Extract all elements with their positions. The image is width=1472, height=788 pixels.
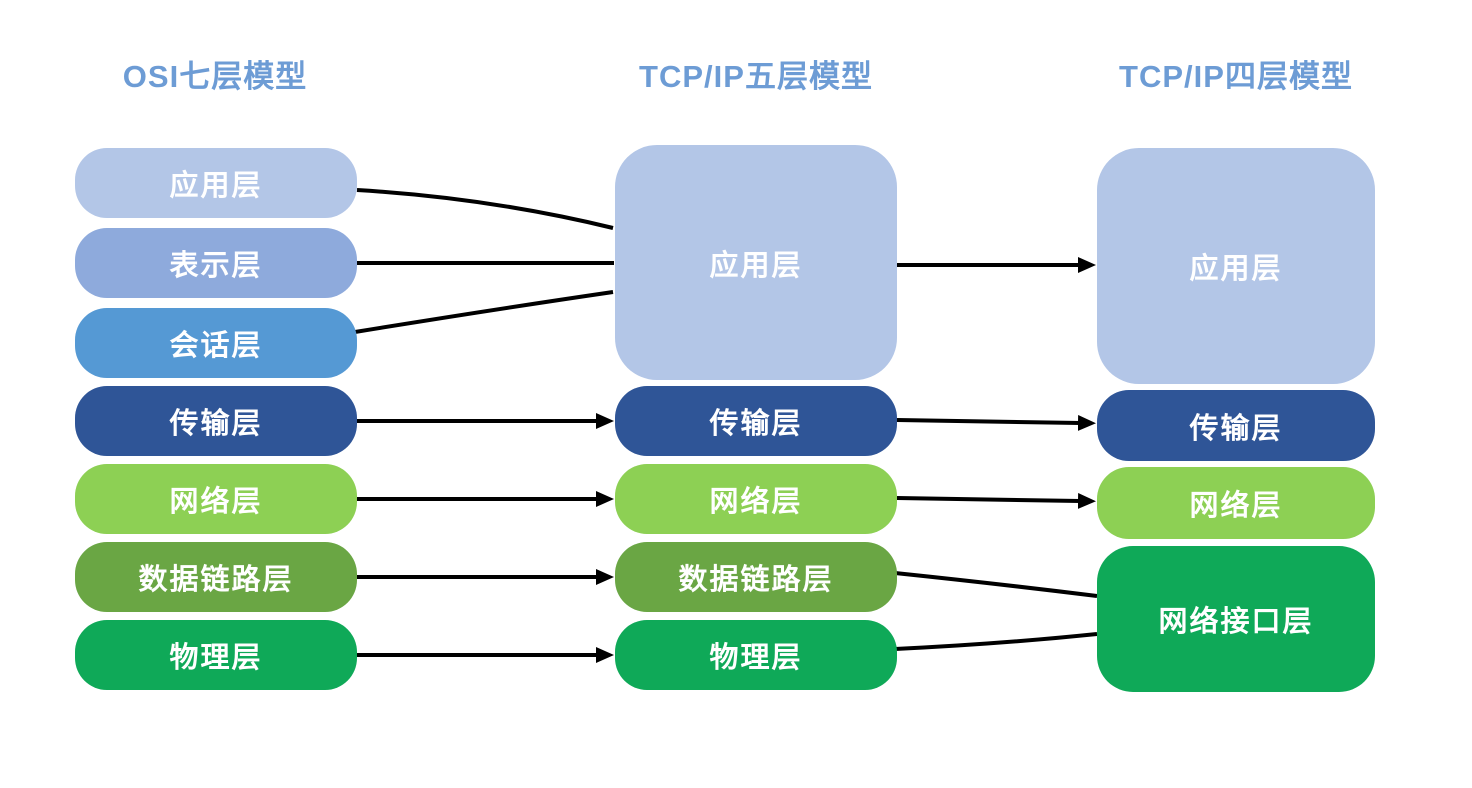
- column-title-osi: OSI七层模型: [122, 59, 308, 94]
- tcp5-layer-application: 应用层: [615, 145, 897, 380]
- osi-layer-transport: 传输层: [75, 386, 357, 456]
- osi-layer-session: 会话层: [75, 308, 357, 378]
- column-title-tcpip4: TCP/IP四层模型: [1119, 59, 1353, 94]
- connector-tcp5-physical-to-tcp4-netif: [894, 632, 1098, 651]
- osi-layer-application: 应用层: [75, 148, 357, 218]
- osi-layer-physical: 物理层: [75, 620, 357, 690]
- tcp4-layer-network: 网络层: [1097, 467, 1375, 539]
- tcp5-layer-network: 网络层: [615, 464, 897, 534]
- osi-layer-network: 网络层: [75, 464, 357, 534]
- tcp5-layer-physical: 物理层: [615, 620, 897, 690]
- osi-layer-presentation: 表示层: [75, 228, 357, 298]
- tcp4-layer-application: 应用层: [1097, 148, 1375, 384]
- connector-tcp5-transport-to-tcp4-transport: [896, 414, 1096, 431]
- tcp5-layer-transport: 传输层: [615, 386, 897, 456]
- tcp4-layer-netinterface: 网络接口层: [1097, 546, 1375, 692]
- connector-tcp5-datalink-to-tcp4-netif: [894, 571, 1098, 598]
- column-title-tcpip5: TCP/IP五层模型: [639, 59, 873, 94]
- connector-tcp5-network-to-tcp4-network: [896, 492, 1096, 509]
- osi-layer-datalink: 数据链路层: [75, 542, 357, 612]
- tcp5-layer-datalink: 数据链路层: [615, 542, 897, 612]
- tcp4-layer-transport: 传输层: [1097, 390, 1375, 461]
- connector-osi-application-to-tcp5-application: [356, 188, 614, 230]
- connector-osi-session-to-tcp5-application: [354, 290, 614, 334]
